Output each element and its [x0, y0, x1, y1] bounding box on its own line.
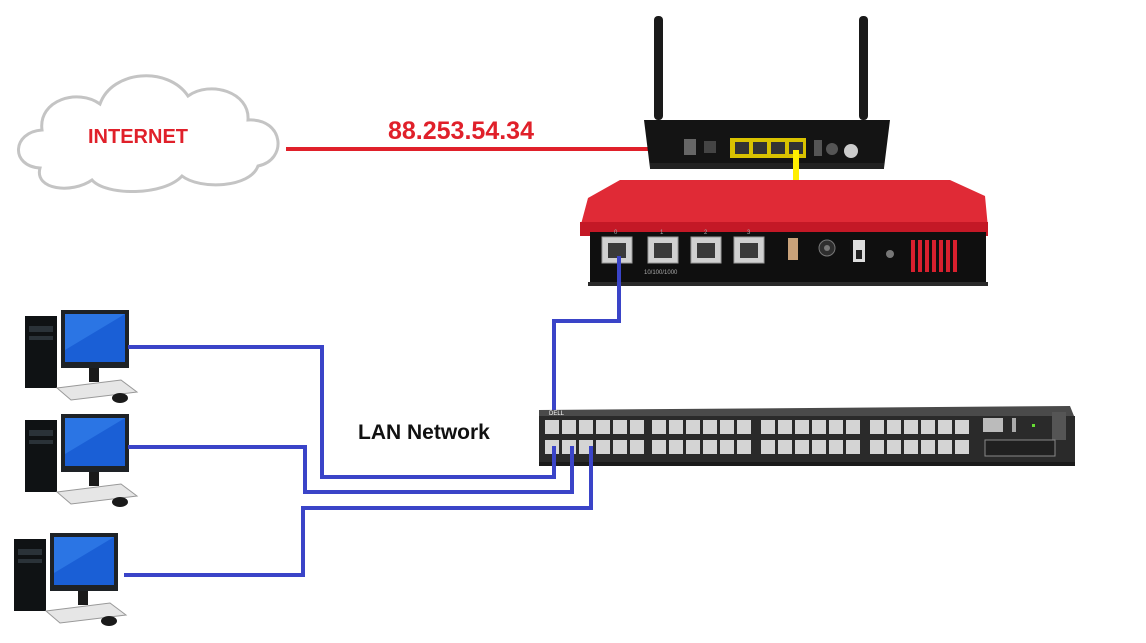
- switch-port: [630, 420, 644, 434]
- internet-label: INTERNET: [88, 126, 188, 148]
- firewall-port-label: 1: [660, 230, 664, 236]
- firewall-vent-grille: [911, 240, 957, 272]
- switch-port: [938, 440, 952, 454]
- wan-ip-address: 88.253.54.34: [388, 117, 534, 145]
- switch-port: [686, 440, 700, 454]
- switch-port: [652, 420, 666, 434]
- switch-port: [887, 420, 901, 434]
- switch-port: [795, 440, 809, 454]
- switch-port: [720, 440, 734, 454]
- lan-cable-computer-3: [124, 446, 593, 577]
- switch-port: [703, 440, 717, 454]
- switch-port: [652, 440, 666, 454]
- router-antenna-right: [859, 16, 868, 120]
- switch-port: [669, 420, 683, 434]
- switch-port: [545, 420, 559, 434]
- switch-port: [562, 420, 576, 434]
- switch-port: [846, 420, 860, 434]
- switch-port: [669, 440, 683, 454]
- switch-port: [737, 440, 751, 454]
- switch-port: [955, 440, 969, 454]
- switch-port: [812, 440, 826, 454]
- switch-port: [795, 420, 809, 434]
- switch-port: [579, 420, 593, 434]
- switch-port: [870, 420, 884, 434]
- switch-port: [596, 420, 610, 434]
- switch-port: [921, 420, 935, 434]
- switch-port: [829, 420, 843, 434]
- computer-2: [25, 414, 139, 507]
- switch-port: [938, 420, 952, 434]
- switch-port: [812, 420, 826, 434]
- switch-port: [613, 420, 627, 434]
- switch-port: [761, 440, 775, 454]
- switch-port: [613, 440, 627, 454]
- switch-port: [829, 440, 843, 454]
- computer-3: [14, 533, 128, 626]
- switch-port: [846, 440, 860, 454]
- switch-port: [887, 440, 901, 454]
- switch-port: [921, 440, 935, 454]
- router-antenna-left: [654, 16, 663, 120]
- switch-port: [737, 420, 751, 434]
- firewall-port-label: 3: [747, 230, 751, 236]
- switch-port: [778, 440, 792, 454]
- internet-cloud-icon: [17, 74, 280, 194]
- switch-port: [630, 440, 644, 454]
- switch-port: [720, 420, 734, 434]
- lan-cable-computer-2: [128, 445, 574, 494]
- network-switch: DELL: [539, 406, 1075, 466]
- firewall-appliance: 0 1 2 3 10/100/1000: [580, 180, 988, 286]
- switch-port: [596, 440, 610, 454]
- lan-cable-computer-1: [128, 345, 556, 479]
- firewall-switch-cable: [552, 256, 621, 432]
- switch-port: [686, 420, 700, 434]
- firewall-port-label: 2: [704, 230, 708, 236]
- switch-port: [778, 420, 792, 434]
- firewall-port-label: 0: [614, 230, 618, 236]
- lan-network-label: LAN Network: [358, 421, 490, 444]
- switch-brand-label: DELL: [549, 411, 565, 417]
- switch-port: [904, 440, 918, 454]
- switch-port: [703, 420, 717, 434]
- firewall-speed-label: 10/100/1000: [644, 270, 678, 276]
- switch-port: [761, 420, 775, 434]
- switch-port: [870, 440, 884, 454]
- switch-port: [955, 420, 969, 434]
- modem-router: [644, 16, 890, 169]
- switch-port: [904, 420, 918, 434]
- computer-1: [25, 310, 139, 403]
